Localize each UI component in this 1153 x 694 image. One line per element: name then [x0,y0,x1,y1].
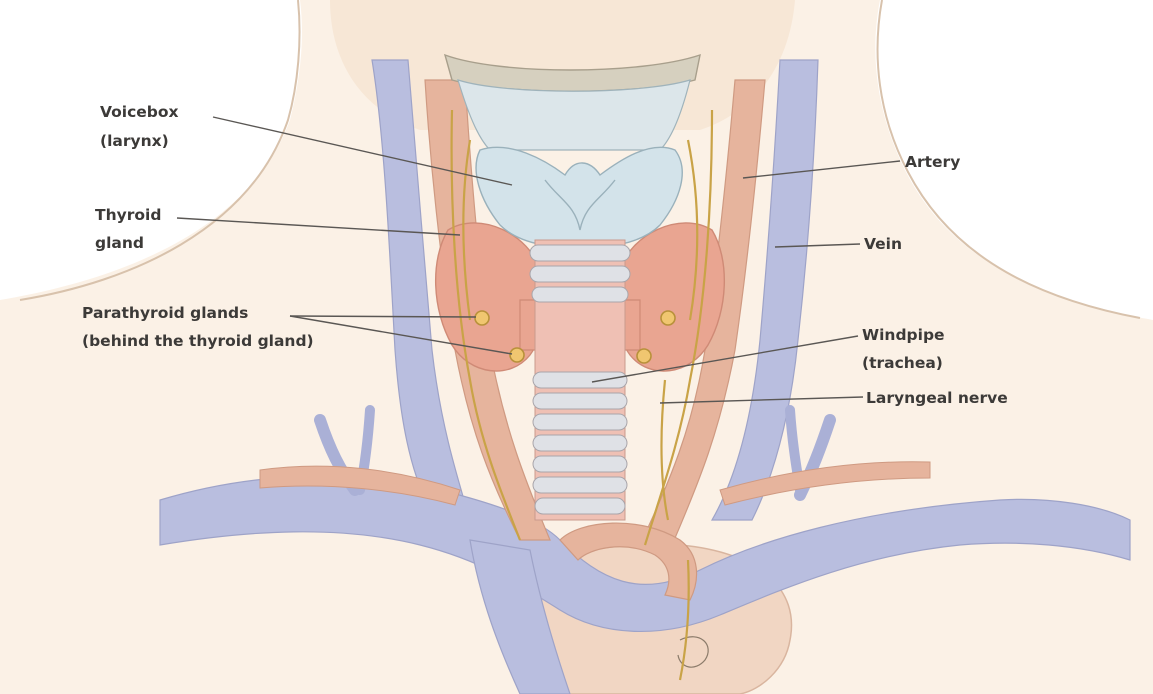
label-windpipe-line1: Windpipe [862,326,945,344]
label-voicebox-line1: Voicebox [100,103,179,121]
label-parathyroid-line1: Parathyroid glands [82,304,248,322]
label-artery: Artery [905,153,960,171]
label-windpipe-line2: (trachea) [862,354,943,372]
label-parathyroid-line2: (behind the thyroid gland) [82,332,314,350]
label-laryngeal-nerve: Laryngeal nerve [866,389,1008,407]
trachea [530,240,630,520]
label-thyroid-line2: gland [95,234,144,252]
label-voicebox-line2: (larynx) [100,132,169,150]
label-thyroid-line1: Thyroid [95,206,161,224]
label-vein: Vein [864,235,902,253]
